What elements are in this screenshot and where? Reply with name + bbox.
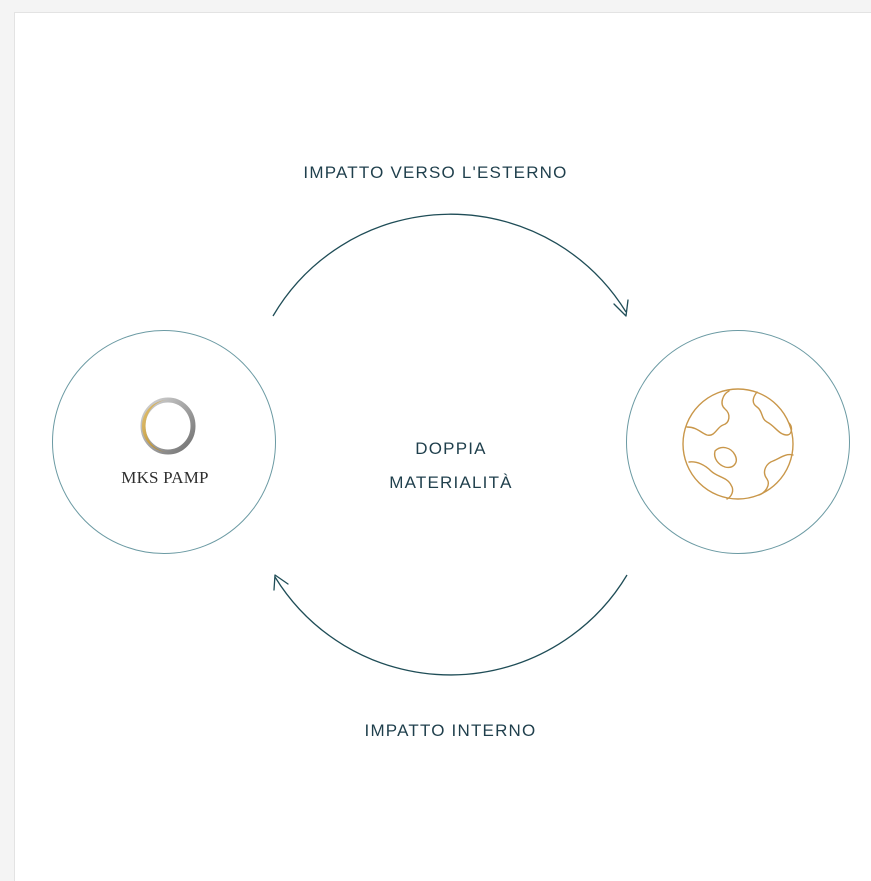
internal-impact-label: IMPATTO INTERNO <box>364 721 537 740</box>
mks-pamp-logo-icon <box>140 397 196 455</box>
outward-impact-label: IMPATTO VERSO L'ESTERNO <box>303 163 568 182</box>
double-materiality-label: DOPPIA MATERIALITÀ <box>366 432 536 500</box>
globe-icon <box>682 388 794 500</box>
internal-impact-arrow <box>274 574 628 676</box>
center-label-line-2: MATERIALITÀ <box>389 473 513 492</box>
internal-impact-arrowhead <box>273 574 289 591</box>
company-logo-text: MKS PAMP <box>121 468 209 487</box>
world-node <box>626 330 850 554</box>
center-label-line-1: DOPPIA <box>415 439 487 458</box>
company-node: MKS PAMP <box>52 330 276 554</box>
outward-impact-arrow <box>272 213 627 317</box>
outward-impact-arrowhead <box>613 299 629 317</box>
